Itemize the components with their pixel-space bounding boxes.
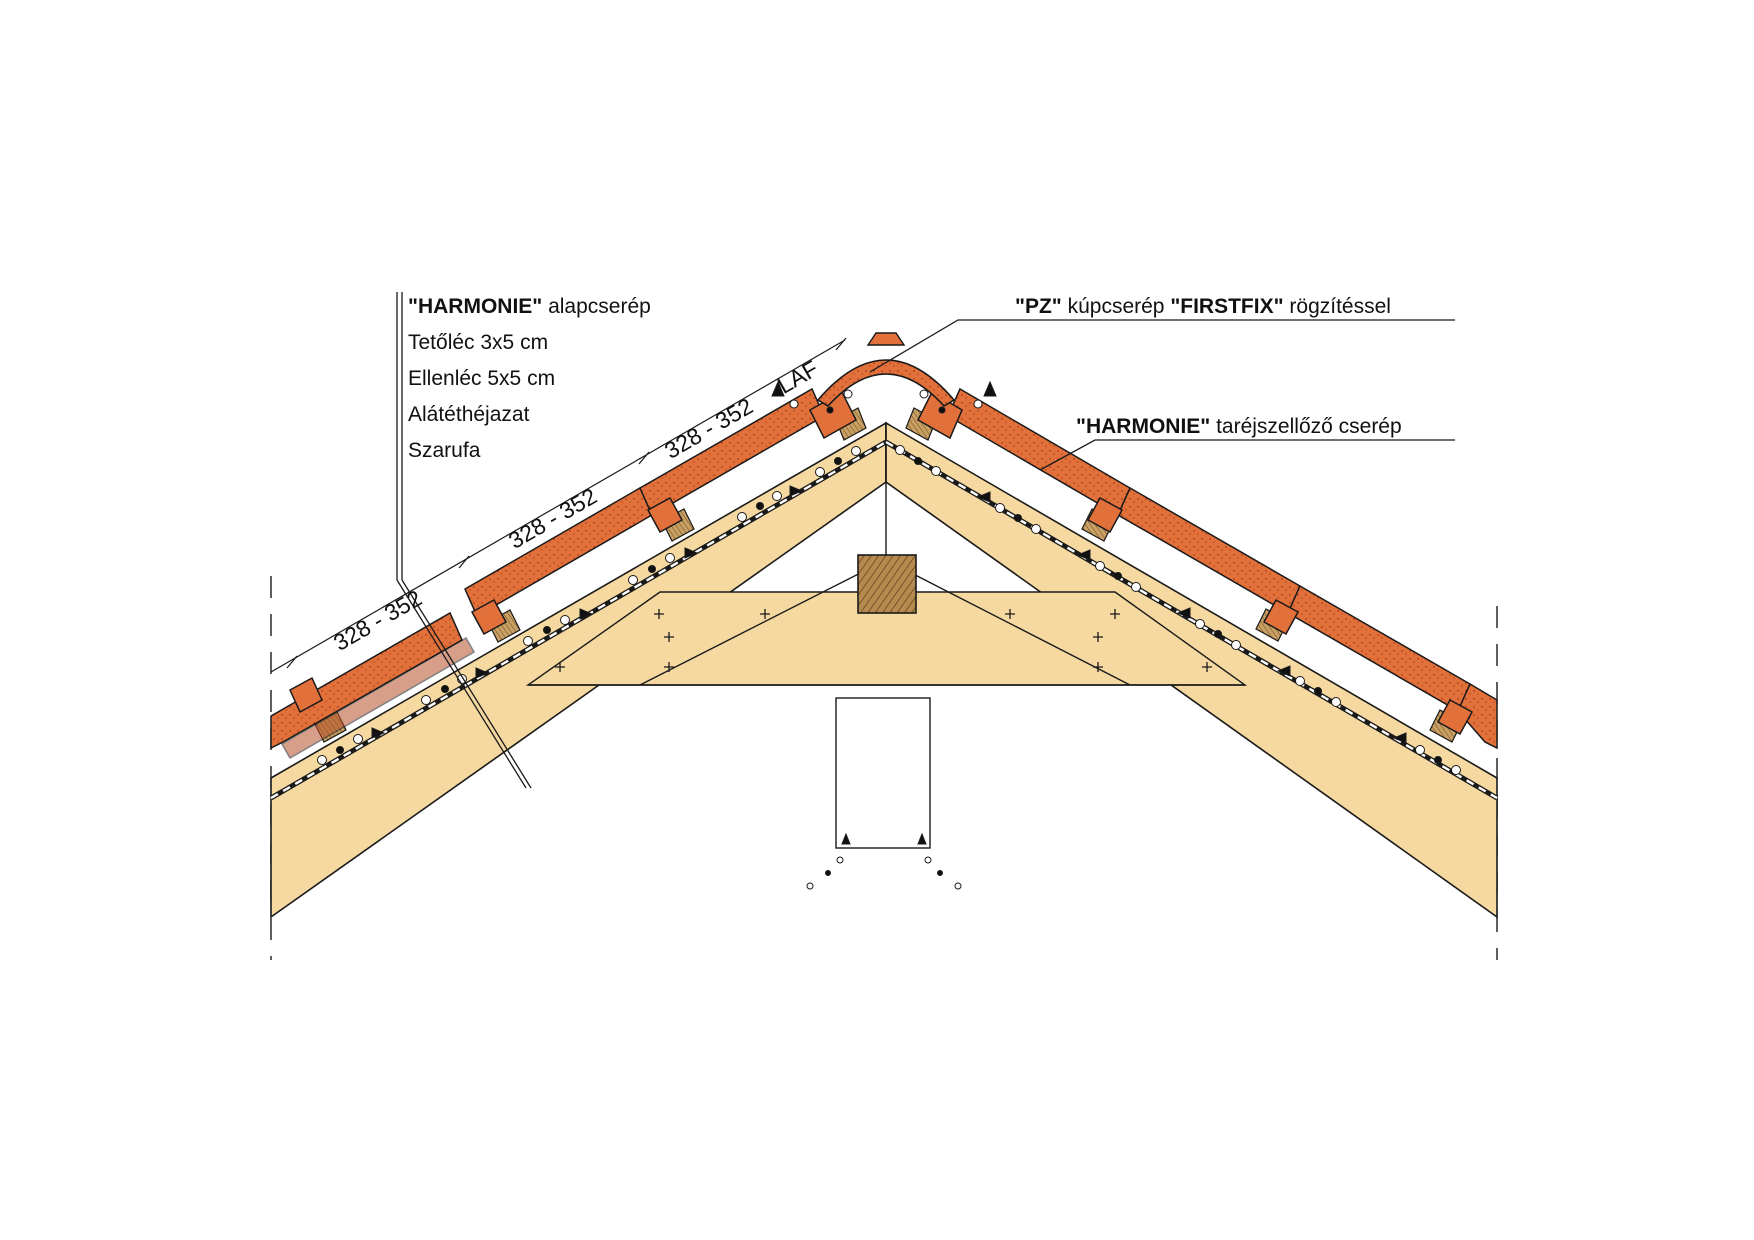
left-ventilation-markers	[317, 446, 861, 765]
label-base-tile: "HARMONIE" alapcserép	[408, 296, 651, 317]
left-roof-tiles	[270, 387, 857, 760]
right-ventilation-markers	[895, 445, 1461, 775]
label-ridge-tile: "PZ" kúpcserép "FIRSTFIX" rögzítéssel	[1015, 296, 1391, 317]
left-label-leader	[396, 292, 532, 789]
right-roof-tiles	[917, 387, 1498, 750]
label-vent-tile-desc: taréjszellőző cserép	[1210, 415, 1402, 438]
fastener-marks	[555, 609, 1212, 672]
right-diagonal	[885, 559, 1131, 686]
label-base-tile-desc: alapcserép	[542, 295, 651, 318]
label-underlay: Alátéthéjazat	[408, 403, 530, 426]
label-ridge-fixing-name: "FIRSTFIX"	[1170, 295, 1284, 318]
label-ridge-tile-name: "PZ"	[1015, 295, 1062, 318]
right-label-leaders	[869, 319, 1455, 471]
label-counter-batten: Ellenléc 5x5 cm	[408, 367, 556, 390]
ridge-cap-tile	[816, 359, 956, 408]
attic-opening	[835, 697, 931, 849]
label-rafter: Szarufa	[408, 439, 481, 462]
label-ridge-tile-type: kúpcserép	[1061, 295, 1171, 318]
spacing-dimension-line	[270, 337, 847, 673]
label-base-tile-name: "HARMONIE"	[408, 295, 543, 318]
label-vent-tile-name: "HARMONIE"	[1076, 415, 1211, 438]
ridge-cap-crown	[866, 332, 906, 346]
attic-vent-markers	[806, 832, 962, 890]
ridge-purlin	[857, 554, 917, 614]
label-ridge-fixing-desc: rögzítéssel	[1283, 295, 1391, 318]
label-batten: Tetőléc 3x5 cm	[408, 331, 549, 354]
label-vent-tile: "HARMONIE" taréjszellőző cserép	[1076, 416, 1402, 437]
ridge-vent-markers	[771, 380, 997, 414]
left-diagonal	[639, 559, 887, 686]
